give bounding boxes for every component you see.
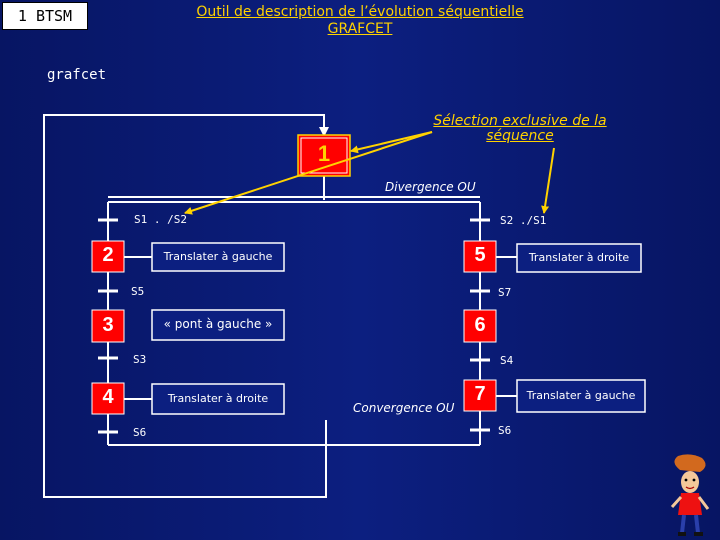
step-1-box bbox=[297, 134, 351, 177]
transition-label-t7: S6 bbox=[498, 424, 512, 437]
arrow-to-t15 bbox=[541, 147, 555, 214]
callout-line-2: séquence bbox=[486, 128, 554, 144]
step-4-number: 4 bbox=[102, 386, 114, 408]
transition-label-t12: S1 . /S2 bbox=[134, 213, 187, 226]
action-text-4: Translater à droite bbox=[167, 392, 269, 405]
convergence-label: Convergence OU bbox=[353, 401, 455, 415]
step-5-number: 5 bbox=[474, 244, 486, 266]
steps bbox=[91, 134, 497, 415]
action-boxes bbox=[151, 242, 646, 415]
action-box-5 bbox=[516, 243, 642, 273]
diagram-subtitle: grafcet bbox=[47, 67, 107, 83]
action-box-2 bbox=[151, 242, 285, 272]
action-text-2: Translater à gauche bbox=[163, 250, 273, 263]
step-3-number: 3 bbox=[102, 314, 114, 336]
action-box-4 bbox=[151, 383, 285, 415]
step-1-inner bbox=[300, 137, 348, 174]
character-illustration bbox=[670, 454, 710, 536]
step-5-box bbox=[463, 240, 497, 273]
step-7-number: 7 bbox=[474, 383, 486, 405]
transition-label-t15: S2 ./S1 bbox=[500, 214, 547, 227]
arrow-to-step-1 bbox=[350, 131, 433, 154]
step-4-box bbox=[91, 382, 125, 415]
step-3-box bbox=[91, 309, 125, 343]
slide-title: Outil de description de l’évolution séqu… bbox=[170, 4, 550, 38]
step-6-number: 6 bbox=[474, 314, 486, 336]
transition-label-t56: S7 bbox=[498, 286, 512, 299]
step-6-box bbox=[463, 309, 497, 343]
action-text-5: Translater à droite bbox=[528, 251, 630, 264]
step-2-number: 2 bbox=[102, 244, 114, 266]
step-7-box bbox=[463, 379, 497, 412]
callout-arrows bbox=[184, 131, 555, 215]
step-2-box bbox=[91, 240, 125, 273]
action-box-7 bbox=[516, 379, 646, 413]
transition-bars bbox=[98, 218, 490, 434]
title-line-2: GRAFCET bbox=[327, 21, 393, 37]
class-badge: 1 BTSM bbox=[2, 2, 88, 30]
divergence-label: Divergence OU bbox=[385, 180, 476, 194]
callout-line-1: Sélection exclusive de la bbox=[433, 113, 607, 129]
loop-back-line bbox=[43, 114, 329, 498]
action-text-7: Translater à gauche bbox=[526, 389, 636, 402]
transition-label-t23: S5 bbox=[131, 285, 145, 298]
callout-text: Sélection exclusive de la séquence bbox=[410, 114, 630, 144]
step-1-number: 1 bbox=[317, 141, 331, 166]
link-lines bbox=[43, 114, 517, 498]
arrow-to-t12 bbox=[184, 131, 433, 215]
transition-label-t67: S4 bbox=[500, 354, 514, 367]
action-text-3: « pont à gauche » bbox=[163, 317, 273, 331]
action-box-3 bbox=[151, 309, 285, 341]
transition-label-t34: S3 bbox=[133, 353, 147, 366]
title-line-1: Outil de description de l’évolution séqu… bbox=[196, 4, 524, 20]
transition-label-t4: S6 bbox=[133, 426, 147, 439]
